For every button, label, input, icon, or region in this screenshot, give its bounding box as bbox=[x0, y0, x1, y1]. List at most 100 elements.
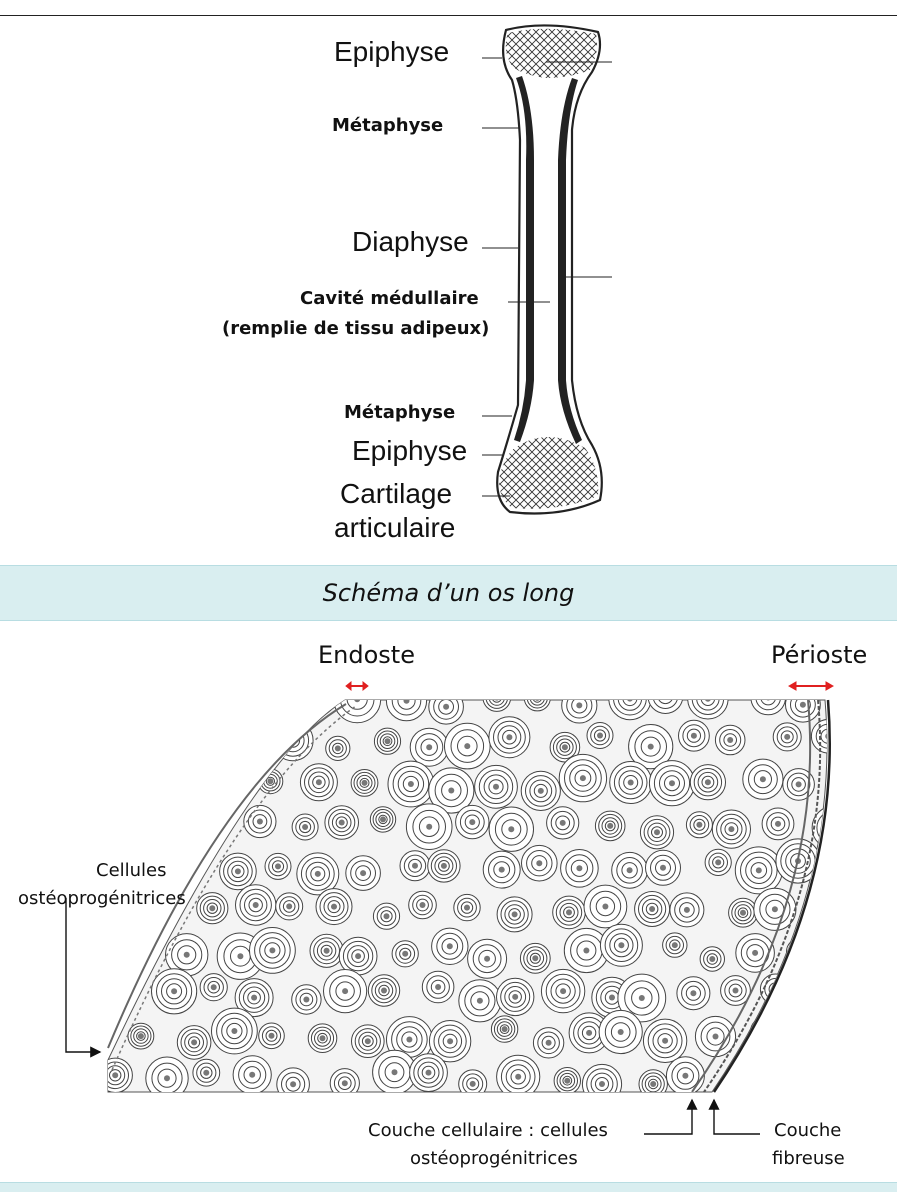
osteon bbox=[474, 764, 518, 809]
osteon bbox=[755, 1055, 796, 1092]
osteon bbox=[628, 724, 674, 770]
osteon bbox=[598, 1009, 643, 1055]
label-cartilage-1: Cartilage bbox=[340, 478, 453, 509]
osteon bbox=[711, 809, 752, 849]
osteon bbox=[196, 892, 229, 925]
osteon bbox=[324, 805, 360, 840]
osteon bbox=[211, 1007, 258, 1055]
osteon bbox=[581, 1063, 623, 1092]
osteon bbox=[216, 700, 254, 713]
osteon bbox=[296, 852, 340, 896]
osteon bbox=[645, 849, 681, 886]
bone-outline bbox=[496, 24, 603, 515]
osteon bbox=[243, 804, 277, 839]
osteon bbox=[699, 946, 725, 972]
osteon bbox=[309, 933, 344, 968]
label-cavite-1: Cavité médullaire bbox=[300, 288, 479, 309]
osteon bbox=[427, 849, 461, 883]
osteon bbox=[329, 1068, 360, 1092]
endoste-arrow bbox=[345, 680, 369, 692]
osteon bbox=[291, 984, 322, 1015]
osteon bbox=[333, 700, 382, 724]
osteon bbox=[648, 760, 696, 807]
osteon bbox=[108, 716, 140, 760]
bottom-caption-band bbox=[0, 1182, 897, 1192]
osteon bbox=[176, 1025, 212, 1060]
osteon bbox=[611, 851, 648, 889]
osteon bbox=[367, 974, 401, 1007]
osteon bbox=[676, 976, 711, 1011]
label-couche-cellulaire-2: ostéoprogénitrices bbox=[410, 1148, 578, 1169]
top-rule bbox=[0, 15, 897, 16]
osteon bbox=[594, 810, 626, 842]
label-epiphyse-top: Epiphyse bbox=[334, 36, 450, 67]
osteon bbox=[638, 1069, 668, 1092]
osteon bbox=[488, 716, 531, 759]
osteon bbox=[350, 769, 379, 797]
perioste-arrow bbox=[787, 681, 835, 691]
osteon bbox=[560, 849, 599, 888]
osteon bbox=[232, 1055, 272, 1092]
osteon bbox=[467, 938, 508, 979]
osteon bbox=[127, 1022, 155, 1050]
osteon bbox=[694, 1015, 737, 1058]
osteon bbox=[488, 806, 534, 852]
osteon bbox=[79, 1018, 105, 1044]
osteon bbox=[685, 811, 713, 839]
label-couche-fibreuse-2: fibreuse bbox=[772, 1148, 845, 1169]
osteon bbox=[257, 768, 284, 795]
osteon bbox=[728, 1063, 761, 1092]
osteon bbox=[553, 1067, 581, 1092]
osteon bbox=[496, 896, 533, 933]
osteon bbox=[219, 852, 257, 891]
osteon bbox=[519, 942, 551, 974]
osteon bbox=[482, 850, 521, 889]
osteon bbox=[276, 1067, 310, 1092]
osteon bbox=[782, 768, 815, 801]
endosteum-layer bbox=[107, 703, 347, 1049]
osteon bbox=[307, 1023, 338, 1053]
osteon bbox=[802, 967, 827, 1010]
osteon bbox=[634, 891, 671, 927]
cortex-left bbox=[514, 76, 534, 442]
osteon bbox=[108, 973, 135, 1016]
osteon bbox=[792, 1014, 822, 1044]
osteon bbox=[291, 813, 319, 841]
osteon bbox=[689, 764, 727, 801]
osteon bbox=[444, 722, 491, 770]
label-cellules-1: Cellules bbox=[96, 860, 167, 881]
label-couche-cellulaire-1: Couche cellulaire : cellules bbox=[368, 1120, 608, 1141]
periosteum-layer bbox=[691, 699, 812, 1093]
osteon bbox=[647, 700, 684, 714]
osteon bbox=[173, 700, 206, 715]
caption-band: Schéma d’un os long bbox=[0, 565, 897, 621]
osteon bbox=[126, 770, 160, 804]
osteon bbox=[272, 719, 314, 762]
osteon bbox=[714, 724, 746, 756]
label-metaphyse-bottom: Métaphyse bbox=[344, 402, 456, 423]
osteon bbox=[258, 1022, 285, 1050]
osteon bbox=[145, 1056, 189, 1092]
osteon bbox=[325, 735, 351, 762]
osteon bbox=[482, 700, 512, 712]
osteon bbox=[458, 1069, 488, 1092]
osteon bbox=[108, 770, 113, 796]
osteon bbox=[490, 1015, 519, 1043]
label-cellules-2: ostéoprogénitrices bbox=[18, 888, 186, 909]
osteon bbox=[552, 895, 586, 930]
osteon bbox=[428, 700, 464, 725]
osteon bbox=[720, 975, 751, 1006]
osteon bbox=[455, 804, 490, 840]
osteon bbox=[373, 727, 402, 755]
osteon bbox=[639, 815, 675, 850]
osteon bbox=[176, 770, 208, 802]
osteon bbox=[734, 846, 783, 895]
osteon bbox=[409, 1053, 448, 1092]
osteon bbox=[523, 700, 551, 712]
label-metaphyse-top: Métaphyse bbox=[332, 115, 444, 136]
osteon bbox=[259, 700, 299, 715]
osteon bbox=[275, 892, 304, 921]
osteon bbox=[372, 902, 401, 930]
osteon bbox=[549, 731, 581, 763]
osteon bbox=[235, 884, 277, 926]
